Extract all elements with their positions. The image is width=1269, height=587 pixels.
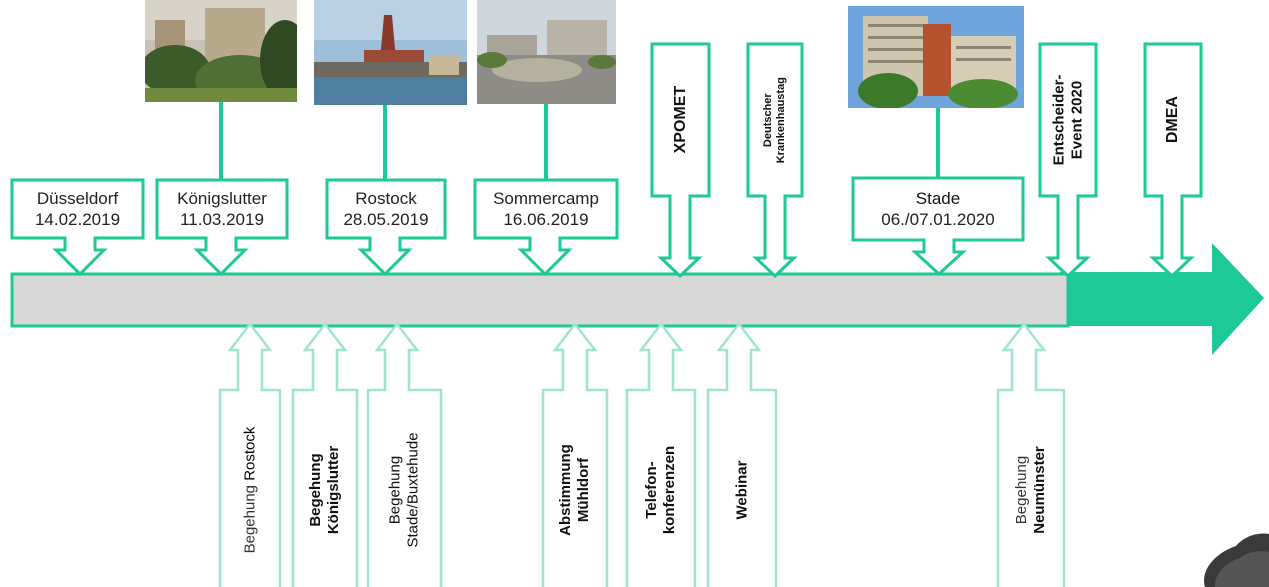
event-date: 06./07.01.2020 [881, 210, 995, 229]
callout-shape-koenigslutter [155, 178, 289, 277]
hospital-building-photo [848, 6, 1024, 108]
event-name: XPOMET [671, 86, 689, 154]
event-name: Düsseldorf [36, 188, 119, 208]
event-name-line2: Event 2020 [1068, 80, 1086, 160]
timeline-arrow-head [1060, 243, 1264, 355]
callout-shape-rostock [325, 178, 447, 277]
callout-shape-begehung-koenigslutter [291, 321, 359, 587]
event-begehung-neumuenster: Begehung Neumünster [1000, 392, 1062, 587]
event-line2: Stade/Buxtehude [404, 431, 422, 548]
callout-shape-duesseldorf [10, 178, 145, 277]
event-telefonkonferenzen: Telefon- konferenzen [629, 392, 693, 587]
campus-square-photo [477, 0, 616, 104]
event-date: 14.02.2019 [34, 210, 121, 229]
event-line2: konferenzen [661, 445, 679, 534]
event-koenigslutter: Königslutter 11.03.2019 [159, 182, 285, 236]
event-date: 16.06.2019 [503, 210, 589, 229]
event-xpomet: XPOMET [654, 46, 707, 194]
event-rostock: Rostock 28.05.2019 [329, 182, 443, 236]
event-line2: Mühldorf [575, 457, 593, 522]
callout-shape-entscheider [1038, 42, 1098, 279]
event-duesseldorf: Düsseldorf 14.02.2019 [14, 182, 141, 236]
event-name-line1: Deutscher [761, 93, 774, 147]
callout-shape-stade [851, 176, 1025, 277]
event-line1: Webinar [733, 460, 750, 519]
decorative-shape [1214, 551, 1269, 587]
event-name: DMEA [1164, 96, 1182, 144]
event-line1: Begehung [307, 452, 324, 527]
event-line1: Abstimmung [557, 443, 575, 536]
event-dmea: DMEA [1147, 46, 1199, 194]
event-name: Königslutter [177, 188, 267, 208]
event-begehung-stade: Begehung Stade/Buxtehude [370, 392, 439, 587]
event-name: Rostock [355, 188, 417, 208]
callout-shape-krankenhaustag [746, 42, 804, 279]
event-krankenhaustag: Deutscher Krankenhaustag [750, 46, 800, 194]
event-date: 11.03.2019 [180, 210, 264, 229]
event-line1: Telefon- [643, 460, 661, 519]
callout-shape-begehung-neumuenster [996, 321, 1066, 587]
event-line2: Königslutter [325, 445, 342, 534]
callout-shape-xpomet [650, 42, 711, 279]
event-sommercamp: Sommercamp 16.06.2019 [477, 182, 615, 236]
event-name-line2: Krankenhaustag [775, 76, 788, 164]
event-entscheider: Entscheider- Event 2020 [1042, 46, 1094, 194]
event-abstimmung: Abstimmung Mühldorf [545, 392, 605, 587]
timeline-bar [10, 272, 1070, 328]
event-begehung-koenigslutter: Begehung Königslutter [295, 392, 355, 587]
event-line2: Neumünster [1031, 445, 1048, 534]
hospital-park-photo [145, 0, 297, 102]
event-prefix: Begehung [241, 484, 259, 553]
callout-shape-begehung-rostock [218, 321, 282, 587]
event-name: Rostock [241, 426, 259, 481]
callout-shape-begehung-stade [366, 321, 443, 587]
event-begehung-rostock: Begehung Rostock [222, 392, 278, 587]
event-date: 28.05.2019 [343, 210, 429, 229]
callout-shape-telefonkonferenzen [625, 321, 697, 587]
event-line1: Begehung [1013, 455, 1030, 524]
event-name-line1: Entscheider- [1050, 74, 1068, 166]
callout-shape-dmea [1143, 42, 1203, 279]
event-webinar: Webinar [710, 392, 774, 587]
callout-shape-abstimmung [541, 321, 609, 587]
event-name: Stade [915, 188, 961, 208]
event-line1: Begehung [386, 455, 404, 524]
rostock-harbor-photo [314, 0, 467, 105]
event-stade: Stade 06./07.01.2020 [855, 180, 1021, 238]
callout-shape-sommercamp [473, 178, 619, 277]
event-name: Sommercamp [493, 188, 599, 208]
callout-shape-webinar [706, 321, 778, 587]
